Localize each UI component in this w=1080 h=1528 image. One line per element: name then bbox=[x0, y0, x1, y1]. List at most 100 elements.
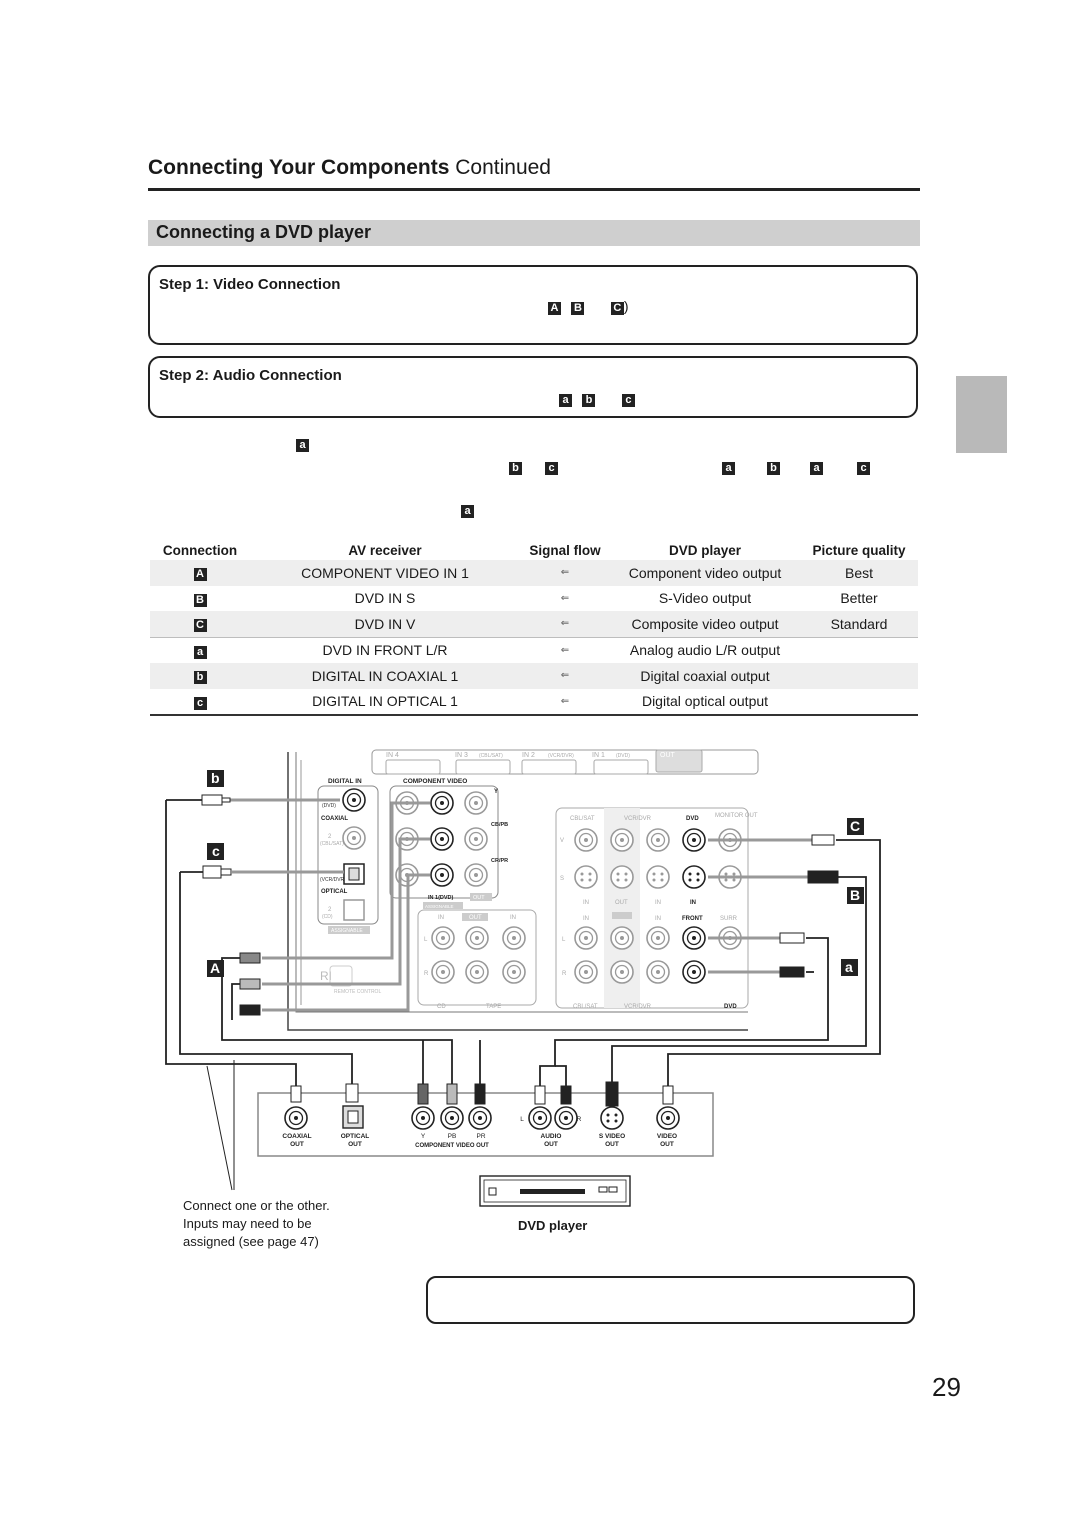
s-label: S bbox=[560, 876, 564, 882]
assignable-label: ASSIGNABLE bbox=[425, 904, 454, 909]
receiver-rear-panel: IN 4 IN 3 (CBL/SAT) IN 2 (VCR/DVR) IN 1 … bbox=[287, 749, 759, 1031]
dvd-player-rear-panel: COAXIAL OUT OPTICAL OUT Y PB PR COMPONEN… bbox=[257, 1081, 714, 1157]
hdmi-label: IN 3 bbox=[455, 752, 468, 759]
heading-bold: Connecting Your Components bbox=[148, 156, 450, 179]
front-label: FRONT bbox=[682, 916, 703, 922]
player-cell: Digital optical output bbox=[610, 688, 800, 716]
y-label: Y bbox=[421, 1133, 426, 1140]
subsection-bar bbox=[148, 220, 920, 246]
callout-A: A bbox=[210, 960, 220, 976]
body-tag: b bbox=[767, 462, 780, 475]
optical-out-label: OPTICAL bbox=[341, 1133, 370, 1140]
col-signal-flow: Signal flow bbox=[529, 542, 601, 558]
receiver-cell: DVD IN FRONT L/R bbox=[250, 636, 520, 663]
tag-a: a bbox=[559, 394, 572, 407]
optical-label: OPTICAL bbox=[321, 889, 348, 895]
component-video-label: COMPONENT VIDEO bbox=[403, 778, 467, 785]
caption-line: assigned (see page 47) bbox=[183, 1234, 319, 1249]
in-label: IN bbox=[655, 916, 661, 922]
row-tag: C bbox=[193, 619, 207, 633]
assignable-label: ASSIGNABLE bbox=[331, 928, 363, 934]
table-row: b DIGITAL IN COAXIAL 1 ⇐ Digital coaxial… bbox=[150, 663, 918, 689]
step1-box: Step 1: Video Connection A B C) bbox=[148, 265, 918, 345]
receiver-cell: DIGITAL IN COAXIAL 1 bbox=[250, 663, 520, 689]
video-out-label: VIDEO bbox=[657, 1133, 677, 1140]
tag-C: C bbox=[610, 302, 624, 315]
tag-c: c bbox=[621, 394, 635, 407]
cable-plugs bbox=[201, 794, 839, 1016]
dvd-player-icon bbox=[479, 1175, 631, 1207]
component-video-out-label: COMPONENT VIDEO OUT bbox=[415, 1143, 489, 1149]
receiver-cell: DVD IN S bbox=[354, 590, 416, 607]
tag-b: b bbox=[582, 394, 596, 407]
row-tag: c bbox=[193, 696, 207, 710]
col-dvd-player: DVD player bbox=[668, 542, 742, 558]
r-label: R bbox=[424, 971, 429, 977]
callout-b: b bbox=[211, 770, 220, 786]
body-tag: b bbox=[509, 462, 522, 475]
flow-cell: ⇐ bbox=[520, 688, 610, 716]
body-tag: a bbox=[461, 505, 474, 518]
in-label: IN bbox=[583, 900, 589, 906]
vcr-dvr-label: VCR/DVR bbox=[624, 1004, 652, 1010]
hdmi-label: (VCR/DVR) bbox=[548, 753, 574, 759]
l-label: L bbox=[424, 937, 428, 943]
hdmi-label: IN 4 bbox=[386, 752, 399, 759]
out-label: OUT bbox=[469, 915, 482, 921]
callout-c: c bbox=[212, 843, 220, 859]
subsection-title: Connecting a DVD player bbox=[156, 222, 372, 242]
row-tag: B bbox=[193, 593, 207, 607]
comp-y-label: Y bbox=[494, 789, 498, 795]
pr-label: PR bbox=[476, 1133, 485, 1140]
step1-paren: ) bbox=[623, 298, 629, 314]
in-label: IN bbox=[583, 916, 589, 922]
hdmi-label: IN 1 bbox=[592, 752, 605, 759]
heading-continued: Continued bbox=[455, 156, 551, 179]
table-row: C DVD IN V ⇐ Composite video output Stan… bbox=[150, 611, 918, 637]
monitor-out-label: MONITOR OUT bbox=[715, 813, 758, 819]
digital-in-label: DIGITAL IN bbox=[328, 778, 362, 785]
quality-cell bbox=[800, 663, 918, 689]
tag-A: A bbox=[548, 302, 561, 315]
cbl-sat-label: CBL/SAT bbox=[573, 1004, 598, 1010]
bracket-lines bbox=[206, 1060, 235, 1191]
page-number: 29 bbox=[932, 1372, 961, 1402]
coaxial-label: COAXIAL bbox=[321, 816, 348, 822]
vcr-dvr-small-label: (VCR/DVR) bbox=[320, 877, 346, 883]
col-av-receiver: AV receiver bbox=[348, 542, 422, 558]
in-dvd-label: IN 1(DVD) bbox=[428, 895, 454, 901]
caption-line: Connect one or the other. bbox=[183, 1198, 330, 1213]
player-cell: Component video output bbox=[610, 560, 800, 586]
player-cell: S-Video output bbox=[658, 590, 752, 607]
row-tag: a bbox=[193, 645, 207, 659]
hdmi-label: OUT bbox=[660, 752, 676, 759]
pb-label: PB bbox=[448, 1133, 457, 1140]
caption-line: Inputs may need to be bbox=[183, 1216, 312, 1231]
connection-table: Connection AV receiver Signal flow DVD p… bbox=[150, 540, 918, 716]
flow-cell: ⇐ bbox=[520, 636, 610, 663]
tape-label: TAPE bbox=[486, 1004, 501, 1010]
v-label: V bbox=[560, 838, 564, 844]
flow-cell: ⇐ bbox=[520, 611, 610, 637]
col-picture-quality: Picture quality bbox=[812, 542, 906, 558]
step2-tags: a b c bbox=[559, 390, 635, 408]
body-tag: c bbox=[857, 462, 870, 475]
hdmi-label: (DVD) bbox=[616, 753, 630, 759]
chapter-tab bbox=[956, 376, 1007, 453]
comp-pb-label: CB/PB bbox=[491, 822, 508, 828]
in-label: IN bbox=[510, 915, 516, 921]
callout-a: a bbox=[845, 959, 853, 975]
quality-cell bbox=[800, 688, 918, 716]
flow-cell: ⇐ bbox=[520, 560, 610, 586]
step1-tags: A B C) bbox=[548, 298, 629, 316]
callout-B: B bbox=[850, 887, 860, 903]
body-tag: a bbox=[722, 462, 735, 475]
num-label: 2 bbox=[328, 834, 332, 840]
cd-label: CD bbox=[437, 1004, 446, 1010]
player-cell: Analog audio L/R output bbox=[610, 636, 800, 663]
page-heading: Connecting Your Components Continued bbox=[148, 156, 551, 180]
body-tag: a bbox=[810, 462, 823, 475]
dvd-label: DVD bbox=[724, 1004, 737, 1010]
audio-out-label: AUDIO bbox=[541, 1133, 562, 1140]
